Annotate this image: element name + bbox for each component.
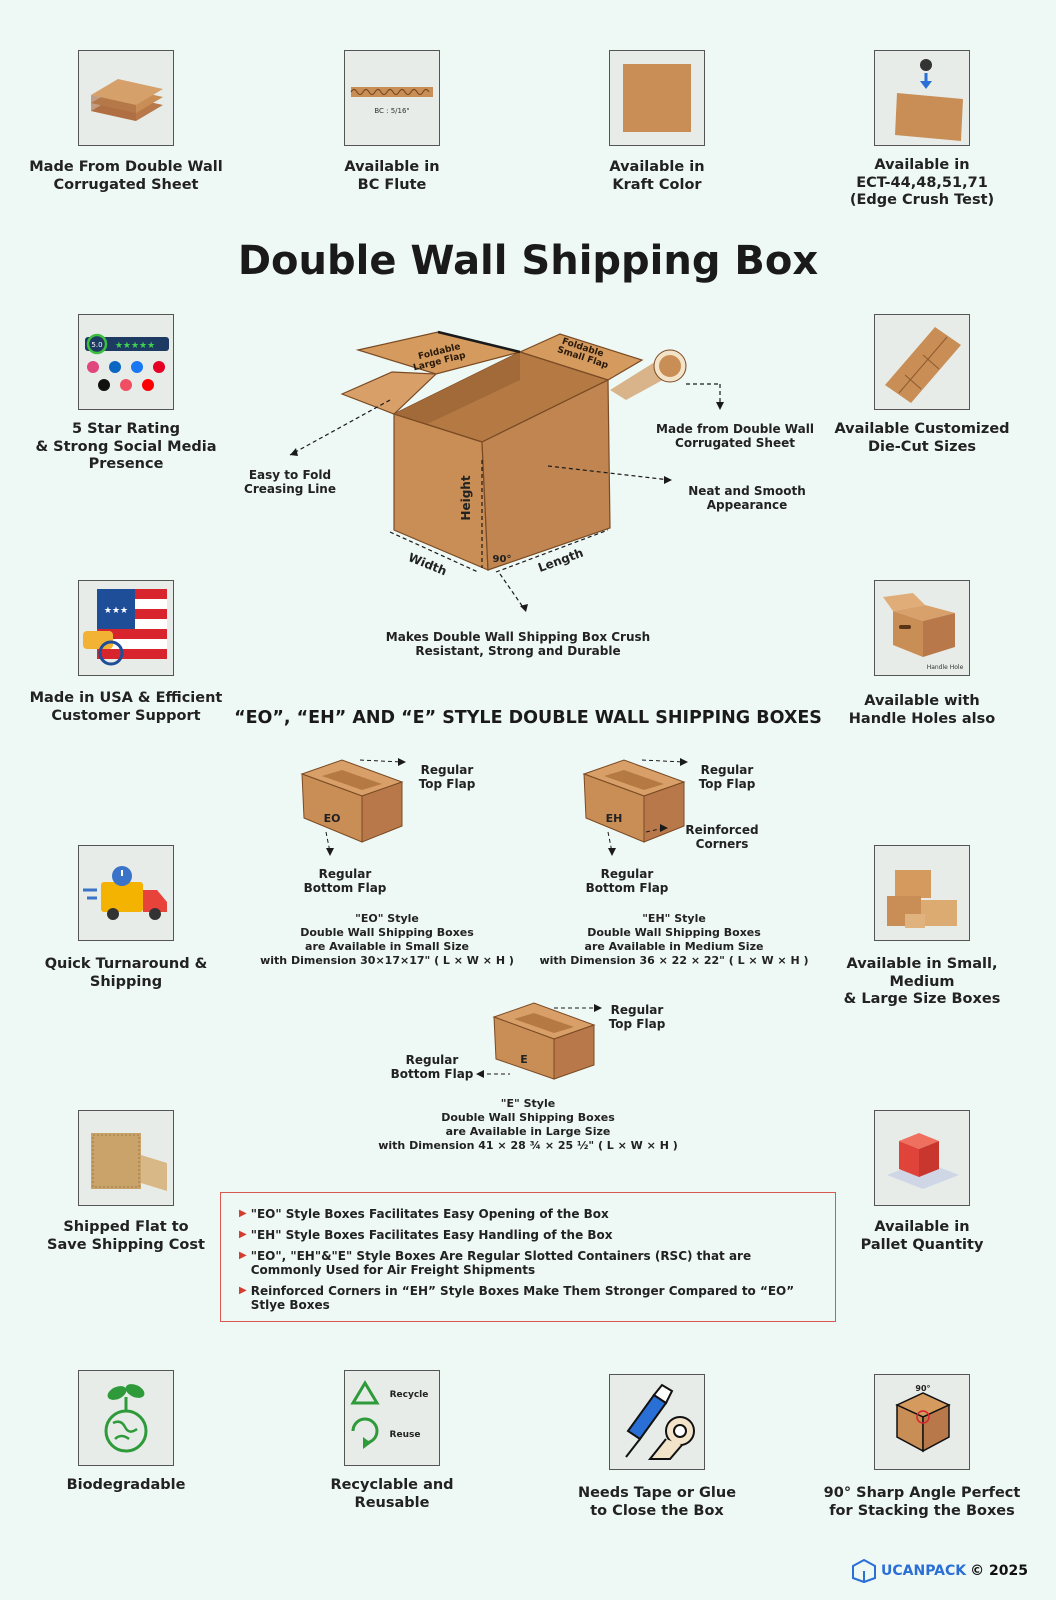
tape-glue-icon xyxy=(625,1383,695,1460)
recycle-tile: Recycle Reuse xyxy=(344,1370,440,1466)
e-box-pointers xyxy=(476,1004,602,1078)
e-box-illustration: E xyxy=(492,1002,596,1080)
width-label: Width xyxy=(406,550,449,578)
eo-box-illustration: EO xyxy=(300,758,406,856)
rating-value: 5.0 xyxy=(91,341,102,349)
box-side xyxy=(481,379,611,571)
angle-tag: 90° xyxy=(915,1384,930,1393)
copyright: © 2025 xyxy=(970,1563,1028,1579)
usa-tile: ★★★ xyxy=(78,580,174,676)
pallet-icon xyxy=(887,1133,959,1189)
page-title: Double Wall Shipping Box xyxy=(237,238,819,284)
rating-social-icon: 5.0 ★★★★★ xyxy=(85,333,169,391)
usa-caption: Made in USA & Efficient Customer Support xyxy=(29,690,223,724)
double-wall-sheet-tile xyxy=(78,50,174,146)
turnaround-tile xyxy=(78,845,174,941)
flat-caption: Shipped Flat to Save Shipping Cost xyxy=(47,1219,205,1253)
e-description: "E" Style Double Wall Shipping Boxes are… xyxy=(378,1097,678,1152)
e-top-label: Regular Top Flap xyxy=(608,1003,666,1031)
corrugated-sheet-icon xyxy=(91,79,163,121)
handle-caption: Available with Handle Holes also xyxy=(848,693,996,727)
eo-top-label: Regular Top Flap xyxy=(418,763,476,791)
bc-flute-caption: Available in BC Flute xyxy=(344,159,440,193)
angle-label: 90° xyxy=(493,554,512,565)
die-cut-sheet-icon xyxy=(885,327,961,403)
biodegradable-caption: Biodegradable xyxy=(66,1477,186,1493)
angle-caption: 90° Sharp Angle Perfect for Stacking the… xyxy=(823,1485,1021,1519)
styles-heading: “EO”, “EH” AND “E” STYLE DOUBLE WALL SHI… xyxy=(234,708,822,728)
e-tag: E xyxy=(520,1053,528,1066)
flute-tag: BC : 5/16" xyxy=(374,107,409,115)
bc-flute-tile: BC : 5/16" xyxy=(344,50,440,146)
ect-caption: Available in ECT-44,48,51,71 (Edge Crush… xyxy=(849,157,995,208)
sizes-tile xyxy=(874,845,970,941)
eo-tag: EO xyxy=(324,812,341,825)
turnaround-caption: Quick Turnaround & Shipping xyxy=(44,956,208,990)
eh-description: "EH" Style Double Wall Shipping Boxes ar… xyxy=(539,912,809,967)
note-item: ▶"EO" Style Boxes Facilitates Easy Openi… xyxy=(239,1207,609,1221)
brand-footer: UCANPACK © 2025 xyxy=(851,1558,1028,1584)
recycle-reuse-icon: Recycle Reuse xyxy=(350,1380,429,1449)
svg-text:★★★★★: ★★★★★ xyxy=(115,341,155,351)
rating-tile: 5.0 ★★★★★ xyxy=(78,314,174,410)
tape-caption: Needs Tape or Glue to Close the Box xyxy=(577,1485,737,1519)
weight-test-icon xyxy=(895,59,963,141)
ucanpack-logo-icon xyxy=(852,1558,877,1584)
svg-text:★★★: ★★★ xyxy=(104,606,128,616)
note-item: ▶"EH" Style Boxes Facilitates Easy Handl… xyxy=(239,1228,613,1242)
crush-label: Makes Double Wall Shipping Box Crush Res… xyxy=(385,630,651,658)
double-wall-caption: Made From Double Wall Corrugated Sheet xyxy=(29,159,223,193)
tape-tile xyxy=(609,1374,705,1470)
cube-angle-icon: 90° xyxy=(895,1384,951,1453)
angle-tile: 90° xyxy=(874,1374,970,1470)
stacked-boxes-icon xyxy=(887,870,957,928)
smooth-label: Neat and Smooth Appearance xyxy=(688,484,806,512)
notes-box: ▶"EO" Style Boxes Facilitates Easy Openi… xyxy=(220,1192,836,1322)
height-label: Height xyxy=(459,475,473,520)
eo-description: "EO" Style Double Wall Shipping Boxes ar… xyxy=(260,912,514,967)
flat-tile xyxy=(78,1110,174,1206)
delivery-truck-icon xyxy=(83,866,167,920)
usa-support-icon: ★★★ xyxy=(83,589,167,666)
flat-boxes-icon xyxy=(91,1133,167,1191)
pallet-caption: Available in Pallet Quantity xyxy=(860,1219,984,1253)
handle-hole-box-icon: Handle Hole xyxy=(883,593,964,671)
sizes-caption: Available in Small, Medium & Large Size … xyxy=(843,956,1001,1007)
main-box-illustration: Foldable Large Flap Foldable Small Flap … xyxy=(289,330,724,612)
reuse-label: Reuse xyxy=(390,1430,421,1440)
eh-top-label: Regular Top Flap xyxy=(698,763,756,791)
flute-profile-icon: BC : 5/16" xyxy=(350,87,433,115)
rating-caption: 5 Star Rating & Strong Social Media Pres… xyxy=(35,421,217,472)
handle-tag: Handle Hole xyxy=(927,664,964,671)
kraft-color-tile xyxy=(609,50,705,146)
recycle-caption: Recyclable and Reusable xyxy=(330,1477,454,1511)
fold-line-label: Easy to Fold Creasing Line xyxy=(244,468,336,496)
brand-name: UCANPACK xyxy=(881,1563,967,1579)
eh-corners-label: Reinforced Corners xyxy=(685,823,759,851)
biodegradable-tile xyxy=(78,1370,174,1466)
handle-tile: Handle Hole xyxy=(874,580,970,676)
note-item: ▶"EO", "EH"&"E" Style Boxes Are Regular … xyxy=(239,1249,752,1277)
die-cut-caption: Available Customized Die-Cut Sizes xyxy=(834,421,1010,455)
pallet-tile xyxy=(874,1110,970,1206)
kraft-caption: Available in Kraft Color xyxy=(609,159,705,193)
ect-tile xyxy=(874,50,970,146)
kraft-swatch xyxy=(623,64,691,132)
eh-tag: EH xyxy=(606,812,623,825)
eo-bottom-label: Regular Bottom Flap xyxy=(303,867,387,895)
made-from-label: Made from Double Wall Corrugated Sheet xyxy=(656,422,814,450)
e-bottom-label: Regular Bottom Flap xyxy=(390,1053,474,1081)
note-item: ▶Reinforced Corners in “EH” Style Boxes … xyxy=(239,1284,795,1312)
eh-box-illustration: EH xyxy=(582,758,688,856)
die-cut-tile xyxy=(874,314,970,410)
recycle-label: Recycle xyxy=(390,1390,429,1400)
earth-plant-icon xyxy=(104,1384,148,1453)
eh-bottom-label: Regular Bottom Flap xyxy=(585,867,669,895)
